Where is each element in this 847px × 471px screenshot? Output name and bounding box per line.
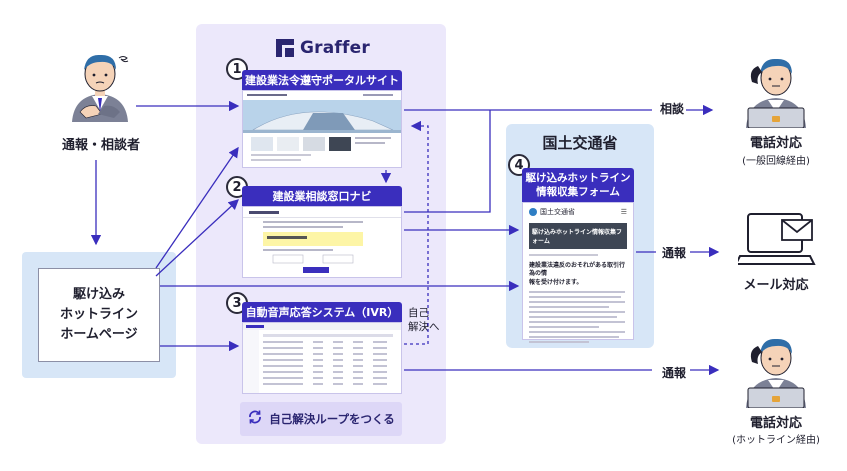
graffer-logo: Graffer — [276, 38, 370, 58]
portal-site-thumbnail — [243, 91, 401, 161]
form-site-header: 国土交通省 ☰ — [529, 207, 627, 217]
step-4-title: 駆け込みホットライン 情報収集フォーム — [522, 168, 634, 202]
mlit-logo-icon — [529, 208, 537, 216]
step-2-screenshot — [242, 206, 402, 278]
self-solve-loop-box: 自己解決ループをつくる — [240, 402, 402, 436]
hotline-homepage-line-3: ホームページ — [60, 327, 138, 343]
form-heading: 駆け込みホットライン情報収集フォーム — [529, 223, 627, 249]
form-body-title-line-1: 建設業法違反のおそれがある取引行為の情 — [529, 262, 626, 278]
phone-general-title: 電話対応 — [749, 136, 802, 151]
phone-hotline-title: 電話対応 — [749, 416, 802, 431]
phone-general-sub: (一般回線経由) — [742, 156, 810, 167]
self-solve-line-1: 自己 — [408, 307, 429, 319]
step-1-screenshot — [242, 90, 402, 168]
step-4-title-line-1: 駆け込みホットライン — [525, 171, 631, 184]
form-body-title: 建設業法違反のおそれがある取引行為の情 報を受け付けます。 — [529, 262, 627, 287]
hotline-homepage-line-1: 駆け込み — [72, 286, 125, 302]
loop-label: 自己解決ループをつくる — [269, 412, 395, 426]
form-body-text — [529, 291, 625, 344]
mlit-title: 国土交通省 — [542, 134, 618, 152]
self-solve-label: 自己 解決へ — [408, 306, 440, 334]
laptop-mail-icon — [734, 210, 818, 268]
form-site-name: 国土交通省 — [540, 208, 575, 216]
step-1-title: 建設業法令遵守ポータルサイト — [242, 70, 402, 90]
flow-label-consult: 相談 — [660, 102, 685, 116]
consult-navi-thumbnail — [243, 211, 401, 273]
phone-hotline-sub: (ホットライン経由) — [732, 435, 820, 446]
step-3-screenshot — [242, 322, 402, 394]
graffer-logo-text: Graffer — [300, 38, 370, 58]
ivr-dashboard-thumbnail — [243, 323, 401, 393]
self-solve-line-2: 解決へ — [408, 321, 440, 334]
menu-icon: ☰ — [620, 208, 627, 216]
flow-label-report-mail: 通報 — [662, 246, 687, 260]
step-3-title: 自動音声応答システム（IVR） — [242, 302, 402, 322]
flow-label-report-phone: 通報 — [662, 366, 687, 380]
form-body-title-line-2: 報を受け付けます。 — [529, 278, 583, 286]
operator-phone-icon-2 — [736, 330, 816, 409]
form-breadcrumb — [529, 254, 598, 256]
graffer-logo-icon — [276, 39, 294, 57]
hotline-homepage-line-2: ホットライン — [59, 306, 138, 322]
step-4-screenshot: 国土交通省 ☰ 駆け込みホットライン情報収集フォーム 建設業法違反のおそれがある… — [522, 202, 634, 344]
step-4-title-line-2: 情報収集フォーム — [536, 186, 620, 198]
step-2-title: 建設業相談窓口ナビ — [242, 186, 402, 206]
hotline-homepage-box: 駆け込み ホットライン ホームページ — [38, 268, 160, 362]
mail-title: メール対応 — [743, 278, 809, 293]
person-worried-icon — [66, 46, 134, 122]
loop-arrows-icon — [247, 409, 263, 429]
operator-phone-icon — [736, 50, 816, 129]
reporter-label: 通報・相談者 — [61, 138, 140, 153]
